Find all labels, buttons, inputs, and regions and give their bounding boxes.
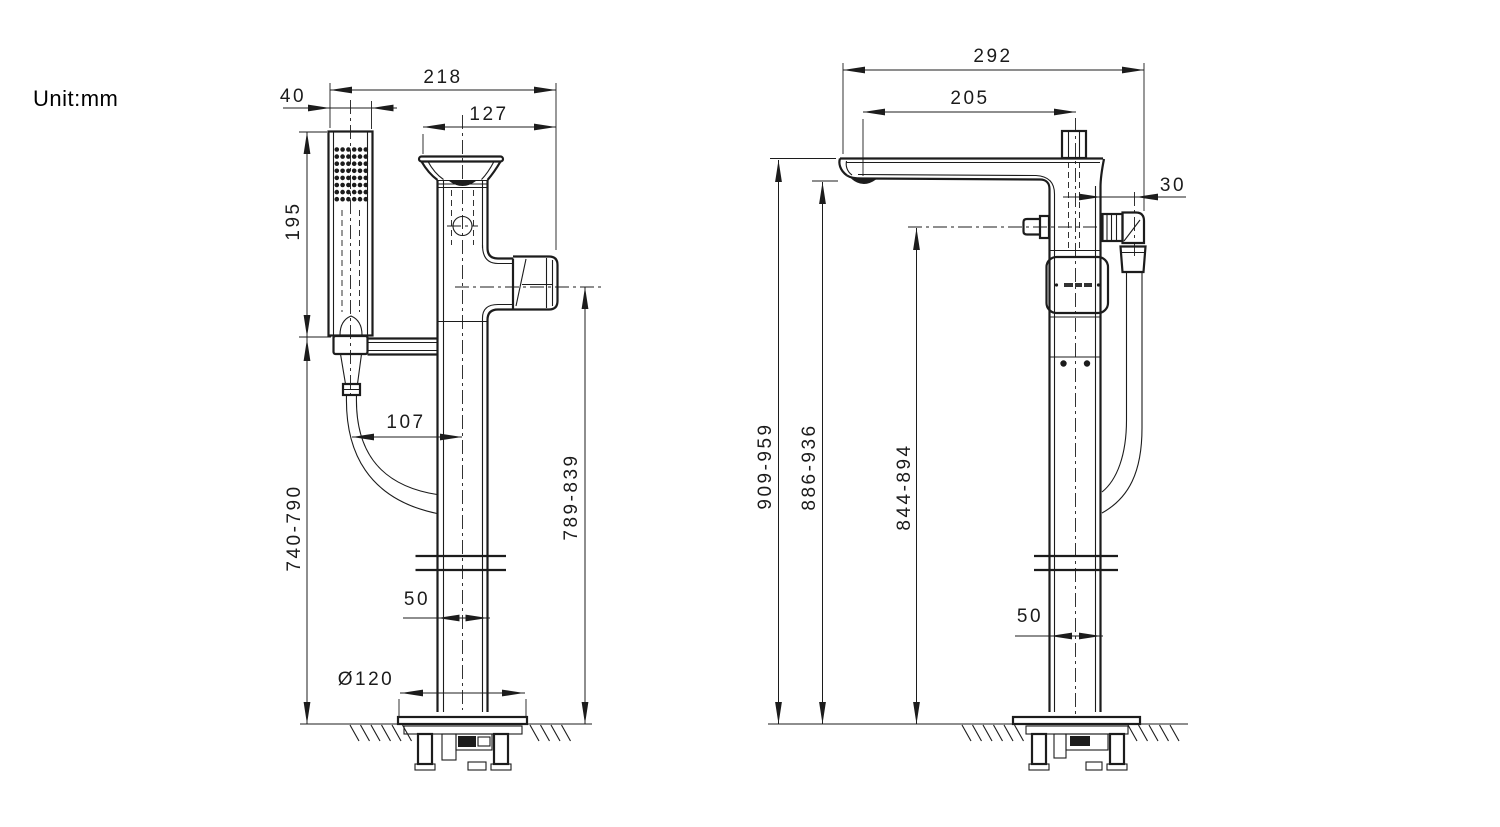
shower-holder-arm	[332, 334, 438, 397]
dim-handle-height-range: 844-894	[894, 443, 915, 531]
dim-handshower-length: 195	[283, 201, 304, 241]
floor-base-side	[768, 715, 1188, 771]
right-view-drawing	[768, 63, 1188, 771]
under-floor-mounting-front	[403, 725, 523, 771]
dim-hose-to-column: 107	[386, 412, 426, 433]
faucet-column-side	[838, 118, 1106, 715]
tub-spout-outlet	[455, 255, 603, 311]
diverter-knob-top	[1060, 129, 1088, 248]
dim-outlet-height-range: 789-839	[561, 453, 582, 541]
dim-pipe-width-front: 50	[403, 589, 431, 610]
dim-overall-height-range: 909-959	[755, 422, 776, 510]
dim-spout-height-range: 886-936	[799, 423, 820, 511]
shower-hose-side	[1101, 272, 1143, 514]
height-adjust-rings-front	[415, 554, 506, 572]
floor-base-front	[300, 715, 592, 771]
brand-plate	[1045, 255, 1110, 315]
height-adjust-rings-side	[1034, 554, 1118, 572]
dim-hose-offset: 30	[1159, 175, 1187, 196]
spout-aerator	[851, 178, 876, 185]
dimension-lines-front	[283, 83, 589, 724]
under-floor-mounting-side	[1025, 725, 1129, 771]
dim-base-diameter: Ø120	[337, 669, 395, 690]
dim-holder-height-range: 740-790	[284, 484, 305, 572]
mixer-handle-side	[908, 214, 1098, 240]
hose-connector-elbow	[1101, 192, 1147, 274]
faucet-column-front	[417, 115, 513, 712]
left-view-drawing	[283, 83, 603, 771]
shower-hose-front	[345, 394, 438, 515]
dim-spout-top-width: 127	[469, 104, 509, 125]
dim-overall-depth: 292	[973, 46, 1013, 67]
dimension-lines-side	[770, 63, 1186, 724]
dim-handshower-width: 40	[279, 86, 307, 107]
dim-spout-reach: 205	[950, 88, 990, 109]
spray-face-dots	[334, 147, 369, 202]
dim-overall-width: 218	[423, 67, 463, 88]
unit-label: Unit:mm	[33, 86, 119, 111]
floor-hatching-side	[961, 724, 1180, 742]
dim-pipe-width-side: 50	[1016, 606, 1044, 627]
